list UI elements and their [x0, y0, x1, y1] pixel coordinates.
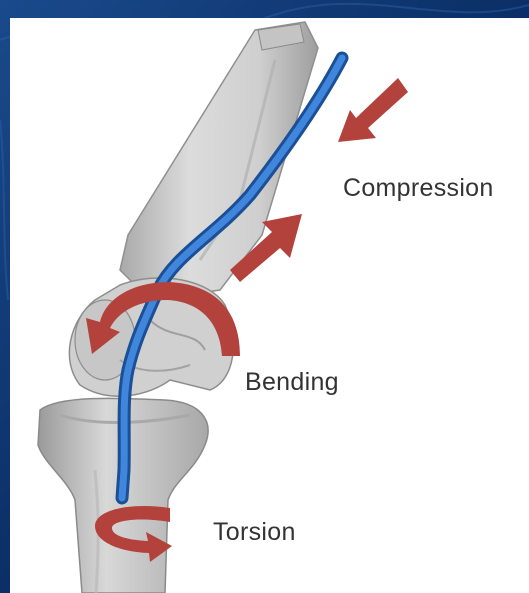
femur	[120, 22, 318, 300]
compression-label: Compression	[343, 174, 494, 203]
torsion-label: Torsion	[213, 518, 296, 547]
bending-label: Bending	[245, 368, 339, 397]
compression-arrow-down	[338, 78, 408, 142]
